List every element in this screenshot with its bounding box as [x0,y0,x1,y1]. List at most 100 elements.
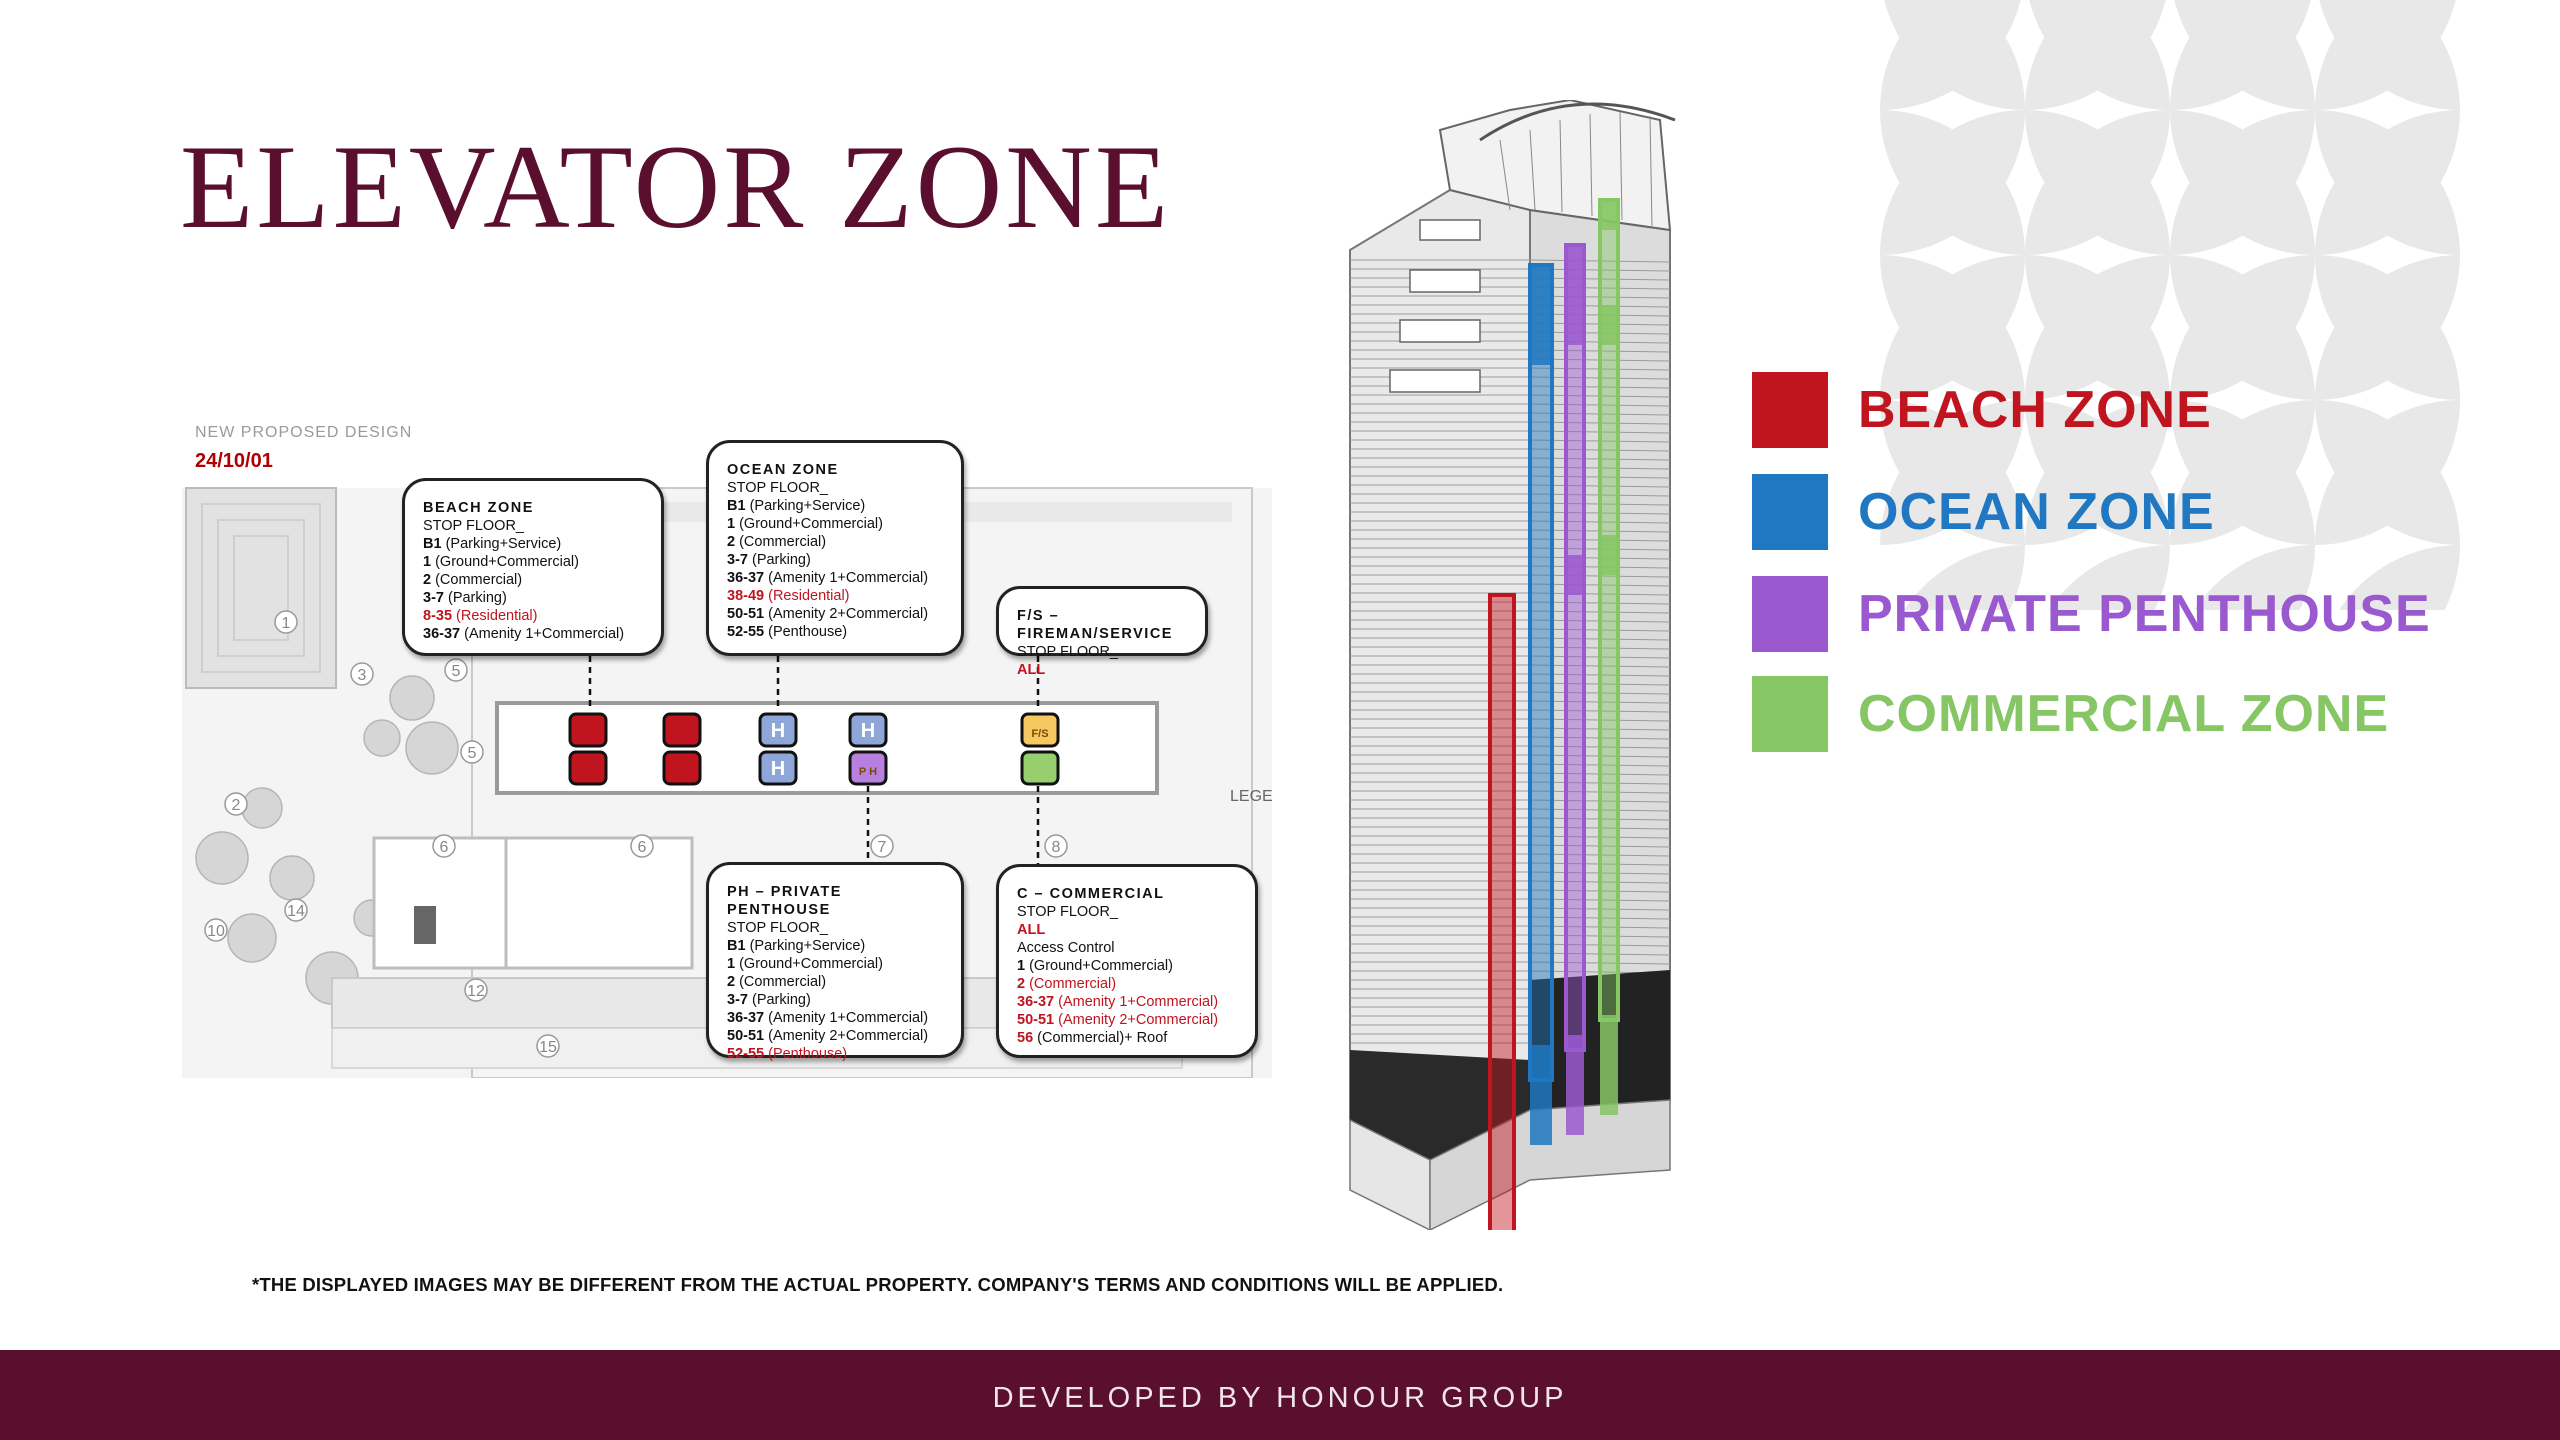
pattern-petal [2025,400,2170,545]
elevator-ocean-car [758,750,798,786]
elevator-ocean-car [848,712,888,748]
pattern-petal [2029,0,2170,110]
callout-stop-floor-line: 3-7 (Parking) [727,552,811,568]
callout-stop-floor-line: ALL [1017,922,1046,938]
disclaimer-text: *THE DISPLAYED IMAGES MAY BE DIFFERENT F… [252,1274,1504,1295]
callout-stop-floor-line: 3-7 (Parking) [727,992,811,1008]
grid-bubble [444,658,468,682]
elevator-penthouse-car [848,750,888,786]
grid-bubble [536,1034,560,1058]
legend-item: COMMERCIAL ZONE [1752,676,2389,752]
callout-stop-floor-line: 56 (Commercial)+ Roof [1017,1030,1168,1046]
callout-title: F/S – FIREMAN/SERVICE [1017,608,1173,642]
shaft-ocean-zone [1528,263,1554,1082]
shaft-stop-segment [1600,535,1618,575]
grid-bubble-label: 15 [539,1039,557,1056]
elevator-beach-car [662,712,702,748]
grid-bubble [870,834,894,858]
pattern-petal [1880,110,2025,255]
tower-elevator-shafts-illustration [1349,100,1676,1230]
pattern-petal [2170,400,2315,545]
grid-bubble-label: 5 [452,663,461,680]
callout-stop-floor-line: 2 (Commercial) [423,572,523,588]
callout-stop-floor-line: 50-51 (Amenity 2+Commercial) [1017,1012,1219,1028]
grid-bubble [284,898,308,922]
shaft-stop-segment [1566,245,1584,345]
pattern-petal [2194,545,2315,610]
elevator-fireman-car [1020,712,1060,748]
grid-bubble-label: 1 [282,615,291,632]
legend-label: COMMERCIAL ZONE [1858,685,2390,743]
shaft-stop-segment [1600,1015,1618,1115]
callout-stop-floor-line: 50-51 (Amenity 2+Commercial) [727,1028,929,1044]
elevator-ocean-car [758,712,798,748]
plan-header: NEW PROPOSED DESIGN [195,424,413,441]
grid-bubble-label: 10 [207,923,225,940]
callout-stop-floor-line: ALL [1017,662,1046,678]
callout-subtitle: STOP FLOOR_ [727,920,828,936]
pattern-petal [2315,110,2460,255]
callout-title: C – COMMERCIAL [1017,886,1165,902]
page-title: ELEVATOR ZONE [180,120,1172,253]
legend-item: OCEAN ZONE [1752,474,2215,550]
callout-title: BEACH ZONE [423,500,534,516]
callout-stop-floor-line: 36-37 (Amenity 1+Commercial) [727,570,929,586]
callout-subtitle: STOP FLOOR_ [1017,644,1118,660]
grid-bubble-label: 3 [358,667,367,684]
shaft-stop-segment [1566,555,1584,595]
pattern-petal [2049,545,2170,610]
pattern-petal [2339,545,2460,610]
footer-text: DEVELOPED BY HONOUR GROUP [992,1382,1568,1414]
pattern-petal [1904,545,2025,610]
callout-stop-floor-line: B1 (Parking+Service) [727,938,866,954]
legend-swatch [1752,372,1828,448]
callout-stop-floor-line: B1 (Parking+Service) [423,536,562,552]
grid-bubble [204,918,228,942]
shaft-beach-zone [1488,593,1516,1230]
callout-subtitle: STOP FLOOR_ [1017,904,1118,920]
shaft-stop-segment [1530,1045,1552,1145]
pattern-petal [1880,255,2025,400]
pattern-petal [1884,0,2025,110]
pattern-petal [2315,255,2460,400]
elevator-beach-car [662,750,702,786]
callout-stop-floor-line: 38-49 (Residential) [727,588,850,604]
callout-stop-floor-line: 1 (Ground+Commercial) [1017,958,1173,974]
callout-stop-floor-line: 2 (Commercial) [1017,976,1117,992]
callout-stop-floor-line: 1 (Ground+Commercial) [423,554,579,570]
callout-stop-floor-line: 3-7 (Parking) [423,590,507,606]
pattern-petal [2319,0,2460,110]
callout-stop-floor-line: 36-37 (Amenity 1+Commercial) [727,1010,929,1026]
shaft-stop-segment [1600,200,1618,230]
grid-bubble-label: 14 [287,903,305,920]
grid-bubble [274,610,298,634]
elevator-label: P H [859,766,877,778]
grid-bubble-label: 6 [638,839,647,856]
shaft-stop-segment [1530,265,1552,365]
pattern-petal [1880,400,2025,545]
shaft-stop-segment [1566,1035,1584,1135]
callout-title: OCEAN ZONE [727,462,839,478]
plan-legend-fragment: LEGE [1230,788,1273,805]
grid-bubble [432,834,456,858]
callout-fireman-service: F/S – FIREMAN/SERVICE STOP FLOOR_ ALL [996,586,1208,678]
elevator-commercial-car [1020,750,1060,786]
legend-label: BEACH ZONE [1858,381,2212,439]
legend-label: OCEAN ZONE [1858,483,2215,541]
grid-bubble [224,792,248,816]
decorative-petal-pattern [1880,0,2460,610]
plan-date: 24/10/01 [195,450,273,472]
callout-subtitle: STOP FLOOR_ [423,518,524,534]
legend-item: PRIVATE PENTHOUSE [1752,576,2431,652]
elevator-beach-car [568,750,608,786]
callout-beach-zone: BEACH ZONE STOP FLOOR_ B1 (Parking+Service… [402,478,664,656]
grid-bubble-label: 5 [468,745,477,762]
legend-swatch [1752,676,1828,752]
grid-bubble-label: 8 [1052,839,1061,856]
callout-stop-floor-line: 52-55 (Penthouse) [727,624,848,640]
callout-stop-floor-line: 36-37 (Amenity 1+Commercial) [1017,994,1219,1010]
grid-bubble-label: 2 [232,797,241,814]
callout-stop-floor-line: Access Control [1017,940,1115,956]
